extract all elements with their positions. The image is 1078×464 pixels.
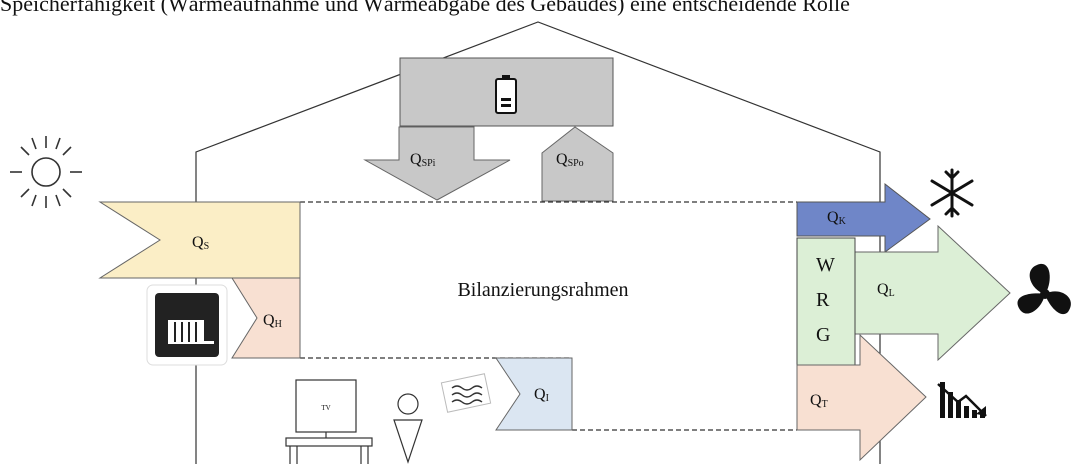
svg-text:QL: QL xyxy=(877,281,895,299)
svg-text:QT: QT xyxy=(810,392,828,410)
wrg-box: W R G xyxy=(796,237,856,366)
wrg-letter-w: W xyxy=(816,254,835,276)
solar-gain-arrow: QS xyxy=(98,201,301,279)
svg-text:QI: QI xyxy=(534,386,549,404)
snowflake-icon xyxy=(930,168,974,218)
decrease-chart-icon xyxy=(937,382,987,418)
svg-text:QK: QK xyxy=(827,209,847,227)
person-icon xyxy=(393,393,423,464)
cooling-arrow: QK xyxy=(796,182,931,253)
wrg-letter-r: R xyxy=(816,289,830,311)
header-text: Speicherfähigkeit (Wärmeaufnahme und Wär… xyxy=(0,0,850,16)
wrg-letter-g: G xyxy=(816,324,830,346)
svg-text:QH: QH xyxy=(263,312,282,330)
svg-text:QSPi: QSPi xyxy=(410,151,436,169)
frame-label: Bilanzierungsrahmen xyxy=(457,279,628,301)
heating-arrow: QH xyxy=(231,277,301,359)
heat-wave-icon xyxy=(440,373,492,413)
sun-icon xyxy=(10,136,82,208)
ventilation-arrow: QL xyxy=(854,224,1011,362)
internal-gain-arrow: QI xyxy=(495,357,573,431)
storage-in-arrow: QSPi xyxy=(363,126,511,201)
radiator-icon xyxy=(146,284,228,366)
storage-box xyxy=(399,57,614,127)
svg-text:QSPo: QSPo xyxy=(556,151,584,169)
storage-out-arrow: QSPo xyxy=(541,126,614,202)
transmission-arrow: QT xyxy=(796,333,927,462)
svg-text:TV: TV xyxy=(321,404,330,412)
fan-icon xyxy=(1017,263,1071,315)
svg-text:QS: QS xyxy=(192,234,209,252)
tv-icon: TV xyxy=(285,379,373,464)
battery-icon xyxy=(495,75,517,114)
